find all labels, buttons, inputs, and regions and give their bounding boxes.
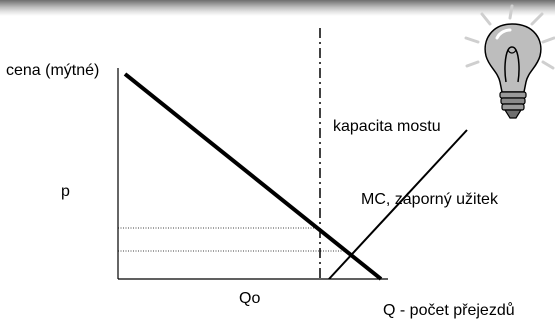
price-axis-label: cena (mýtné) [6, 62, 99, 79]
demand-line [123, 72, 383, 281]
header-gradient-bar [0, 0, 555, 16]
marginal-cost-label: MC, záporný užitek [361, 191, 499, 208]
quantity-marker-label: Qo [239, 290, 260, 307]
capacity-label: kapacita mostu [333, 118, 441, 135]
mc-line [328, 129, 468, 280]
price-symbol-label: p [61, 183, 70, 200]
lightbulb-icon [464, 4, 555, 119]
quantity-axis-label: Q - počet přejezdů [383, 301, 515, 319]
